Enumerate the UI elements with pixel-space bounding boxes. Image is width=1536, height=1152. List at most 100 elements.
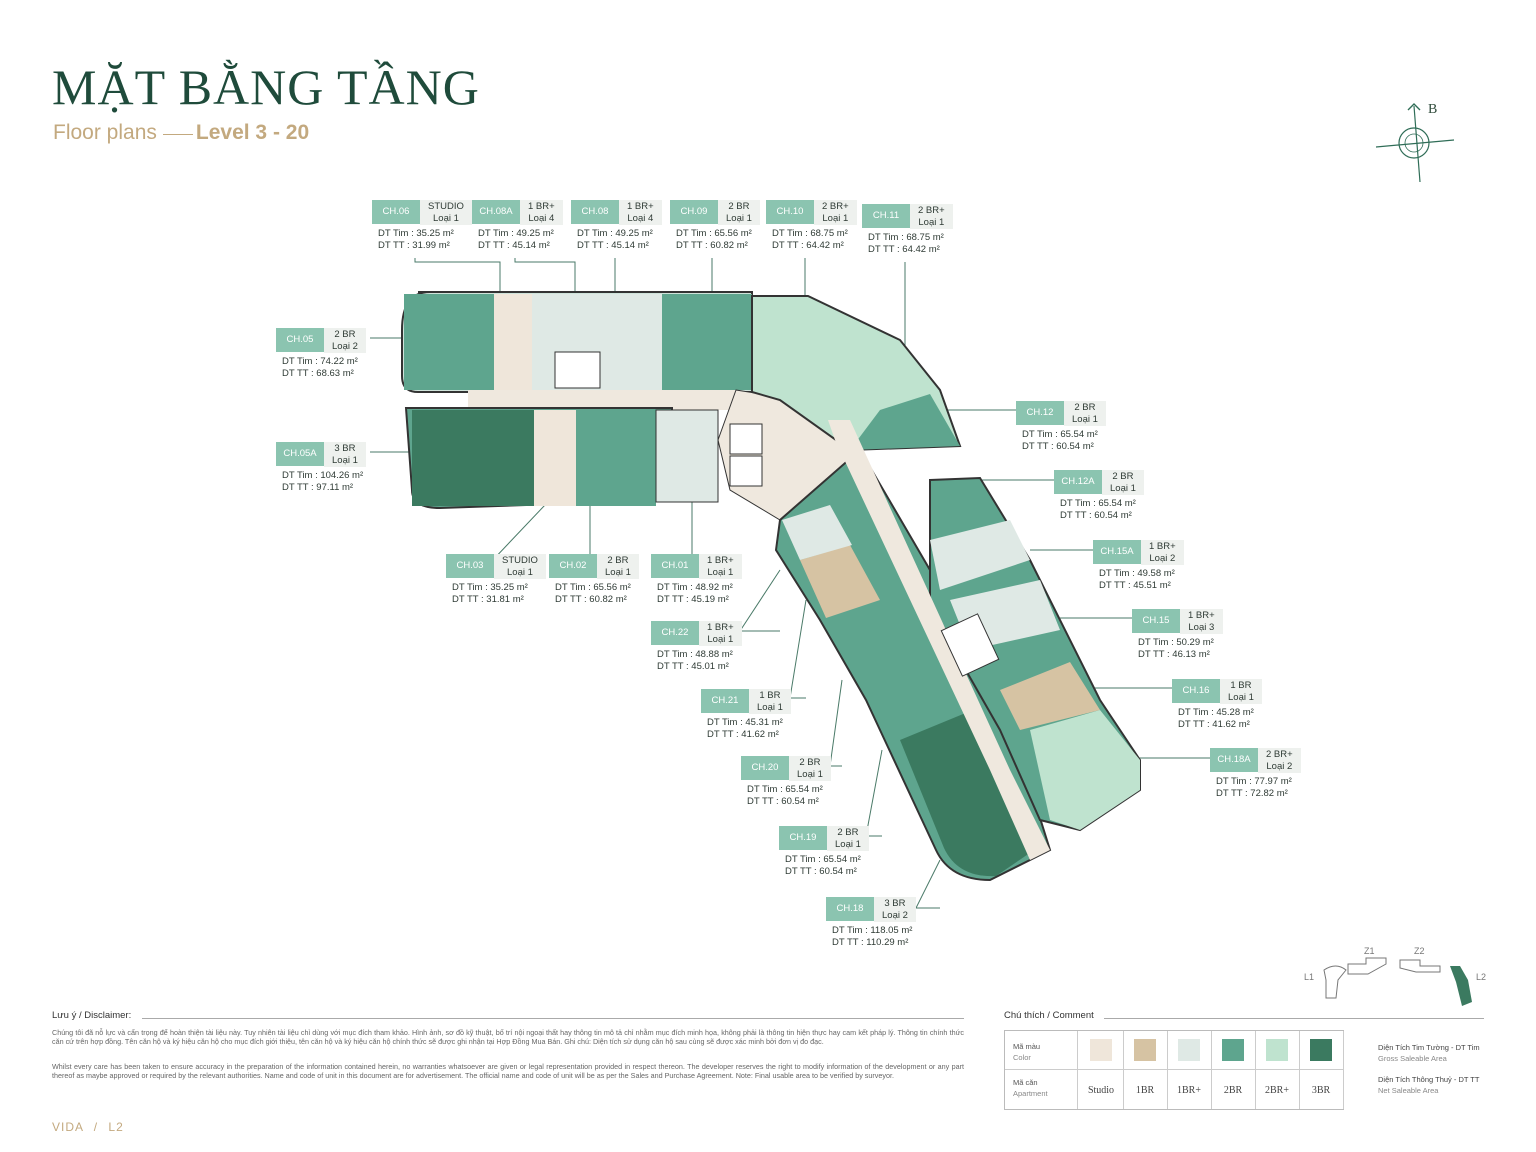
subtitle-prefix: Floor plans	[53, 121, 157, 144]
disclaimer-vi: Chúng tôi đã nỗ lực và cẩn trọng để hoàn…	[52, 1028, 964, 1046]
legend-swatch	[1090, 1039, 1112, 1061]
unit-type: 2 BR	[799, 757, 821, 768]
unit-loai: Loại 2	[1266, 760, 1293, 772]
legend-swatch	[1178, 1039, 1200, 1061]
unit-code: CH.06	[372, 200, 420, 224]
unit-ch03	[534, 410, 576, 506]
unit-type: 2 BR	[1074, 402, 1096, 413]
page-subtitle: Floor plans Level 3 - 20	[53, 121, 309, 145]
leader-line	[865, 749, 883, 837]
unit-dt-tim: DT Tim : 68.75 m²	[868, 232, 944, 243]
legend-apt-label: Mã căn Apartment	[1013, 1078, 1048, 1098]
compass-icon: B	[1375, 102, 1455, 183]
disclaimer-en: Whilst every care has been taken to ensu…	[52, 1062, 964, 1080]
unit-dt-tim: DT Tim : 65.54 m²	[1060, 498, 1136, 509]
unit-dt-tim: DT Tim : 48.88 m²	[657, 649, 733, 660]
unit-dt-tt: DT TT : 41.62 m²	[1178, 718, 1250, 730]
unit-ch18	[900, 712, 1046, 877]
unit-code: CH.18A	[1210, 748, 1258, 772]
footer-brand: VIDA	[52, 1120, 84, 1134]
unit-dt-tim: DT Tim : 35.25 m²	[378, 228, 454, 239]
unit-type: 2 BR+	[822, 201, 849, 212]
unit-loai: Loại 1	[918, 216, 945, 228]
unit-dt-tt: DT TT : 60.54 m²	[747, 795, 819, 807]
unit-type: 2 BR	[728, 201, 750, 212]
unit-ch16	[1000, 662, 1100, 730]
unit-dt-tim: DT Tim : 65.54 m²	[785, 854, 861, 865]
unit-type: 1 BR+	[1149, 541, 1176, 552]
leader-line	[514, 258, 576, 294]
unit-type: 1 BR+	[707, 555, 734, 566]
leader-line	[789, 599, 807, 699]
unit-loai: Loại 1	[757, 701, 783, 713]
legend-swatch	[1266, 1039, 1288, 1061]
unit-ch21	[800, 545, 880, 618]
unit-type: 1 BR	[1230, 680, 1252, 691]
legend-heading: Chú thích / Comment	[1004, 1010, 1094, 1021]
unit-code: CH.22	[651, 621, 699, 645]
unit-dt-tim: DT Tim : 104.26 m²	[282, 470, 364, 481]
unit-dt-tim: DT Tim : 49.25 m²	[577, 228, 653, 239]
subtitle-level: Level 3 - 20	[195, 121, 310, 144]
footer-sep: /	[93, 1120, 99, 1134]
unit-type: 1 BR	[759, 690, 781, 701]
unit-code: CH.02	[549, 554, 597, 578]
legend-apt-name: 2BR+	[1265, 1085, 1289, 1096]
unit-loai: Loại 4	[627, 212, 654, 224]
unit-dt-tim: DT Tim : 118.05 m²	[832, 925, 913, 936]
unit-dt-tim: DT Tim : 35.25 m²	[452, 582, 528, 593]
unit-code: CH.05A	[276, 442, 324, 466]
unit-dt-tt: DT TT : 60.82 m²	[676, 239, 748, 251]
unit-dt-tim: DT Tim : 45.31 m²	[707, 717, 783, 728]
unit-loai: Loại 1	[835, 838, 861, 850]
unit-dt-tt: DT TT : 60.54 m²	[1060, 509, 1132, 521]
unit-ch22	[782, 505, 852, 560]
leader-line	[915, 859, 941, 909]
legend-color-label: Mã màu Color	[1013, 1042, 1041, 1062]
page-title: MẶT BẰNG TẦNG	[52, 59, 480, 115]
unit-code: CH.18	[826, 897, 874, 921]
unit-code: CH.19	[779, 826, 827, 850]
unit-loai: Loại 2	[882, 909, 908, 921]
unit-code: CH.10	[766, 200, 814, 224]
unit-loai: Loại 3	[1188, 621, 1215, 633]
unit-dt-tt: DT TT : 72.82 m²	[1216, 787, 1288, 799]
unit-type: 2 BR	[837, 827, 859, 838]
unit-ch12	[850, 394, 960, 450]
legend-apt-name: 3BR	[1311, 1085, 1331, 1096]
unit-dt-tt: DT TT : 45.14 m²	[577, 239, 649, 251]
unit-code: CH.12	[1016, 401, 1064, 425]
footer: VIDA / L2	[52, 1120, 124, 1134]
legend-swatch	[1134, 1039, 1156, 1061]
lift-core-2	[729, 455, 763, 487]
legend-apt-name: 1BR+	[1177, 1085, 1201, 1096]
keymap-l1: L1	[1304, 972, 1314, 982]
unit-ch09b	[662, 294, 752, 390]
unit-code: CH.12A	[1054, 470, 1102, 494]
unit-code: CH.16	[1172, 679, 1220, 703]
unit-code: CH.08	[571, 200, 619, 224]
unit-loai: Loại 1	[707, 566, 734, 578]
unit-type: 2 BR+	[918, 205, 945, 216]
corridor-left	[468, 390, 738, 410]
unit-ch09	[612, 294, 662, 390]
unit-dt-tim: DT Tim : 65.56 m²	[676, 228, 752, 239]
unit-dt-tt: DT TT : 41.62 m²	[707, 728, 779, 740]
unit-dt-tt: DT TT : 97.11 m²	[282, 481, 354, 493]
unit-dt-tim: DT Tim : 49.58 m²	[1099, 568, 1175, 579]
stair-core-right	[940, 613, 1000, 677]
